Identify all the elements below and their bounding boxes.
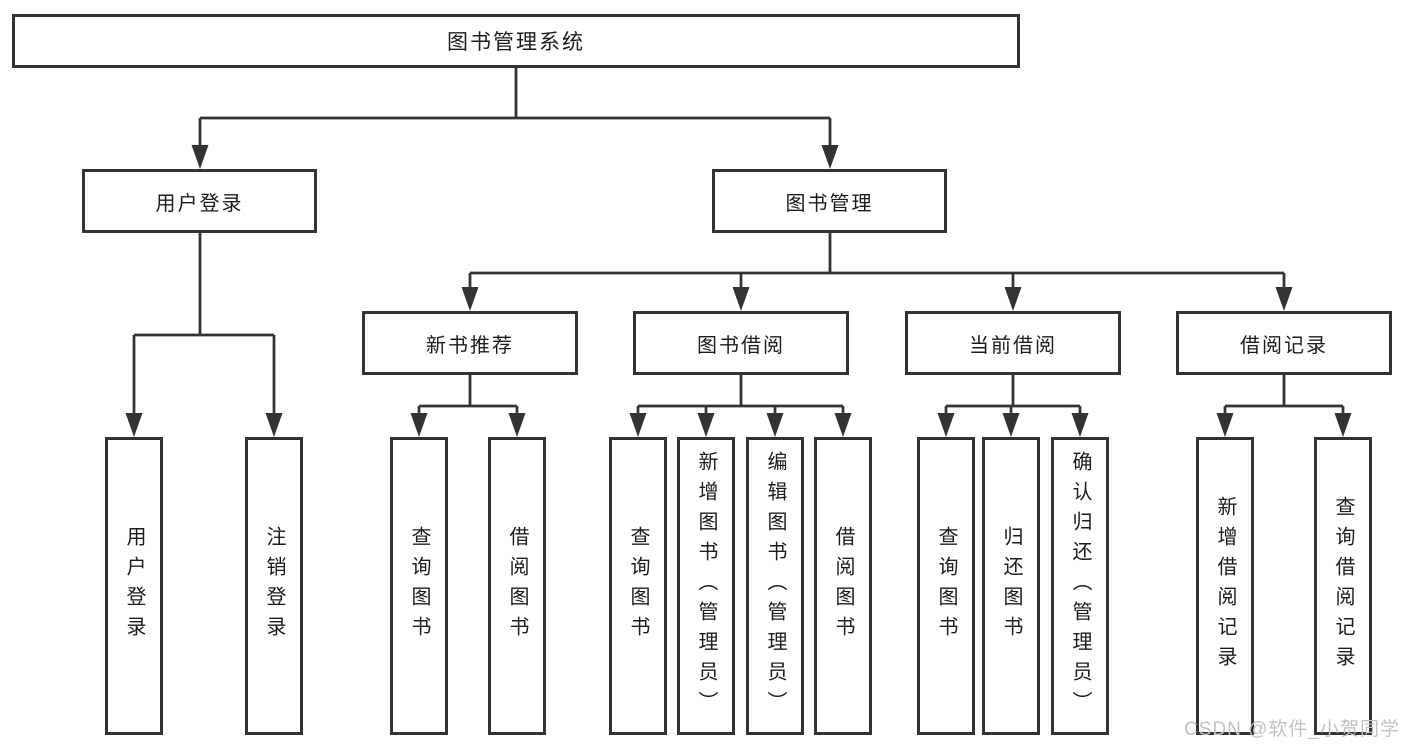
arrowhead (125, 413, 143, 437)
arrowhead (1334, 413, 1352, 437)
leaf-return-books-label: 归还图书 (1000, 526, 1022, 646)
leaf-add-borrow-record-label: 新增借阅记录 (1214, 496, 1236, 676)
leaf-newbook-query-books-label: 查询图书 (408, 526, 430, 646)
connector-root-to-level2 (198, 68, 832, 148)
arrowhead (265, 413, 283, 437)
arrowhead (508, 413, 526, 437)
leaf-confirm-return-admin: 确认归还（管理员） (1051, 437, 1109, 735)
node-current-borrowing: 当前借阅 (905, 311, 1121, 375)
arrowhead (697, 413, 715, 437)
leaf-edit-books-admin: 编辑图书（管理员） (746, 437, 804, 735)
leaf-user-login-label: 用户登录 (123, 526, 145, 646)
arrowhead (1004, 287, 1022, 311)
node-book-management-label: 图书管理 (785, 192, 874, 215)
leaf-borrow-query-books-label: 查询图书 (627, 526, 649, 646)
node-book-borrowing: 图书借阅 (633, 311, 849, 375)
leaf-return-books: 归还图书 (982, 437, 1040, 735)
leaf-newbook-query-books: 查询图书 (390, 437, 448, 735)
node-borrowing-records-label: 借阅记录 (1240, 334, 1328, 357)
arrowhead (1002, 413, 1020, 437)
arrowhead (937, 413, 955, 437)
leaf-edit-books-admin-label: 编辑图书（管理员） (764, 451, 786, 721)
leaf-newbook-borrow-books-label: 借阅图书 (506, 526, 528, 646)
leaf-current-query-books-label: 查询图书 (935, 526, 957, 646)
leaf-add-borrow-record: 新增借阅记录 (1196, 437, 1254, 735)
leaf-query-borrow-record-label: 查询借阅记录 (1332, 496, 1354, 676)
csdn-watermark: CSDN @软件_小贺同学 (1184, 719, 1400, 740)
arrowhead (821, 145, 839, 169)
arrowhead (1216, 413, 1234, 437)
arrowhead (1275, 287, 1293, 311)
connector-login-to-leaves (132, 233, 276, 416)
arrowhead (191, 145, 209, 169)
leaf-newbook-borrow-books: 借阅图书 (488, 437, 546, 735)
node-root-label: 图书管理系统 (447, 31, 585, 54)
arrowhead (1071, 413, 1089, 437)
arrowhead (461, 287, 479, 311)
leaf-logout: 注销登录 (245, 437, 303, 735)
node-current-borrowing-label: 当前借阅 (969, 334, 1057, 357)
leaf-borrow-query-books: 查询图书 (609, 437, 667, 735)
node-user-login-label: 用户登录 (155, 192, 244, 215)
node-book-borrowing-label: 图书借阅 (697, 334, 785, 357)
arrowhead (410, 413, 428, 437)
leaf-query-borrow-record: 查询借阅记录 (1314, 437, 1372, 735)
leaf-user-login: 用户登录 (105, 437, 163, 735)
leaf-borrow-books-label: 借阅图书 (832, 526, 854, 646)
node-user-login: 用户登录 (82, 169, 317, 233)
node-root-system: 图书管理系统 (12, 14, 1020, 68)
connector-borrow-to-leaves (636, 375, 845, 416)
arrowhead (732, 287, 750, 311)
arrowhead (629, 413, 647, 437)
connector-records-to-leaves (1223, 375, 1345, 416)
leaf-borrow-books: 借阅图书 (814, 437, 872, 735)
node-borrowing-records: 借阅记录 (1176, 311, 1392, 375)
node-new-book-recommend: 新书推荐 (362, 311, 578, 375)
leaf-confirm-return-admin-label: 确认归还（管理员） (1069, 451, 1091, 721)
leaf-current-query-books: 查询图书 (917, 437, 975, 735)
node-new-book-recommend-label: 新书推荐 (426, 334, 514, 357)
node-book-management: 图书管理 (712, 169, 947, 233)
leaf-logout-label: 注销登录 (263, 526, 285, 646)
leaf-add-books-admin-label: 新增图书（管理员） (695, 451, 717, 721)
connector-newbook-to-leaves (417, 375, 519, 416)
connector-mgmt-to-groups (468, 233, 1286, 290)
connector-current-to-leaves (944, 375, 1082, 416)
arrowhead (834, 413, 852, 437)
arrowhead (766, 413, 784, 437)
leaf-add-books-admin: 新增图书（管理员） (677, 437, 735, 735)
